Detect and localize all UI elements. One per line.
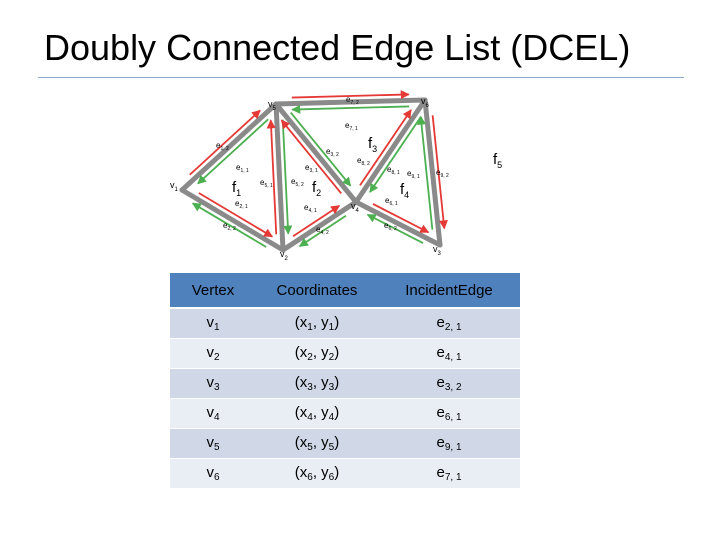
vertex-cell: v3 xyxy=(170,368,256,399)
half-edge-e32 xyxy=(280,119,342,194)
vertex-label-v2: v2 xyxy=(280,249,289,262)
face-label-f2: f2 xyxy=(312,179,321,198)
half-edge-e72 xyxy=(291,90,410,100)
coordinates-cell: (x1, y1) xyxy=(256,308,378,339)
half-edge-e51 xyxy=(290,112,352,187)
edge-v6-v3 xyxy=(422,97,443,248)
face-label-f5: f5 xyxy=(493,151,502,170)
vertex-cell: v4 xyxy=(170,398,256,429)
coordinates-cell: (x3, y3) xyxy=(256,368,378,399)
edge-label-e31: e3, 1 xyxy=(305,163,318,174)
vertex-cell: v6 xyxy=(170,458,256,489)
half-edges xyxy=(189,90,448,248)
half-edge-e52 xyxy=(281,119,293,235)
half-edge-e61 xyxy=(372,203,430,234)
face-label-f4: f4 xyxy=(400,181,409,200)
vertex-label-v4: v4 xyxy=(351,201,360,214)
edge-label-e42: e4, 2 xyxy=(316,225,329,236)
edge-label-e91: e9, 1 xyxy=(407,169,420,180)
edge-label-e61: e6, 1 xyxy=(385,196,398,207)
half-edge-e92 xyxy=(417,115,434,230)
edge-label-e21: e2, 1 xyxy=(235,199,248,210)
edge-label-e11: e1, 1 xyxy=(236,163,249,174)
half-edge-e82 xyxy=(369,116,422,193)
edge-label-e81: e8, 1 xyxy=(387,165,400,176)
incident-edge-cell: e6, 1 xyxy=(378,398,520,429)
incident-edge-cell: e3, 2 xyxy=(378,368,520,399)
edges xyxy=(179,97,443,253)
vertex-label-v3: v3 xyxy=(433,244,442,257)
table-header-row: Vertex Coordinates IncidentEdge xyxy=(170,273,520,309)
title-divider xyxy=(38,77,684,78)
half-edge-e21 xyxy=(198,192,274,238)
vertex-labels: v1 v2 v3 v4 v5 v6 xyxy=(170,96,442,262)
edge-v4-v6 xyxy=(353,97,428,205)
face-label-f3: f3 xyxy=(368,135,377,154)
edge-label-e82: e8, 2 xyxy=(357,156,370,167)
coordinates-cell: (x5, y5) xyxy=(256,428,378,459)
edge-v2-v5 xyxy=(273,101,286,253)
table-row: v6 (x6, y6) e7, 1 xyxy=(170,458,520,489)
edge-label-e92: e9, 2 xyxy=(436,168,449,179)
vertex-label-v6: v6 xyxy=(421,96,430,109)
half-edge-e62 xyxy=(366,213,424,244)
vertex-cell: v2 xyxy=(170,338,256,369)
header-coordinates: Coordinates xyxy=(256,273,378,309)
face-labels: f1 f2 f3 f4 f5 xyxy=(232,135,502,200)
table-row: v3 (x3, y3) e3, 2 xyxy=(170,368,520,399)
edge-label-e22: e2, 2 xyxy=(223,221,236,232)
half-edge-e31 xyxy=(266,119,278,235)
edge-label-e71: e7, 1 xyxy=(345,121,358,132)
incident-edge-cell: e7, 1 xyxy=(378,458,520,489)
half-edge-e11 xyxy=(189,109,261,176)
edge-label-e62: e6, 2 xyxy=(384,221,397,232)
vertex-cell: v1 xyxy=(170,308,256,339)
face-label-f1: f1 xyxy=(232,179,241,198)
half-edge-e42 xyxy=(298,215,347,247)
edge-labels: e7, 2 e7, 1 e1, 2 e3, 2 e1, 1 e3, 1 e8, 2 e8, 1… xyxy=(216,95,449,236)
edge-v4-v3 xyxy=(353,199,443,248)
table-row: v2 (x2, y2) e4, 1 xyxy=(170,338,520,369)
header-incident-edge: IncidentEdge xyxy=(378,273,520,309)
coordinates-cell: (x2, y2) xyxy=(256,338,378,369)
coordinates-cell: (x6, y6) xyxy=(256,458,378,489)
half-edge-e22 xyxy=(191,202,267,248)
vertex-cell: v5 xyxy=(170,428,256,459)
half-edge-e12 xyxy=(197,118,269,185)
incident-edge-cell: e2, 1 xyxy=(378,308,520,339)
edge-v2-v4 xyxy=(280,199,359,253)
vertex-table: Vertex Coordinates IncidentEdge v1 (x1, … xyxy=(170,273,520,489)
edge-label-e51: e5, 1 xyxy=(260,178,273,189)
table-row: v4 (x4, y4) e6, 1 xyxy=(170,398,520,429)
table-row: v1 (x1, y1) e2, 1 xyxy=(170,308,520,339)
incident-edge-cell: e4, 1 xyxy=(378,338,520,369)
half-edge-e81 xyxy=(359,109,412,186)
edge-label-e32: e3, 2 xyxy=(326,147,339,158)
edge-label-e52: e5, 2 xyxy=(291,177,304,188)
slide-title: Doubly Connected Edge List (DCEL) xyxy=(44,27,631,68)
vertex-label-v5: v5 xyxy=(268,99,277,112)
coordinates-cell: (x4, y4) xyxy=(256,398,378,429)
edge-v5-v6 xyxy=(273,97,428,107)
header-vertex: Vertex xyxy=(170,273,256,309)
edge-v1-v2 xyxy=(179,187,286,253)
edge-label-e72: e7, 2 xyxy=(346,95,359,106)
vertex-label-v1: v1 xyxy=(170,180,179,193)
table-row: v5 (x5, y5) e9, 1 xyxy=(170,428,520,459)
half-edge-e71 xyxy=(291,104,410,114)
incident-edge-cell: e9, 1 xyxy=(378,428,520,459)
half-edge-e91 xyxy=(431,115,448,230)
half-edge-e41 xyxy=(292,205,341,237)
edge-label-e41: e4, 1 xyxy=(304,203,317,214)
edge-label-e12: e1, 2 xyxy=(216,141,229,152)
